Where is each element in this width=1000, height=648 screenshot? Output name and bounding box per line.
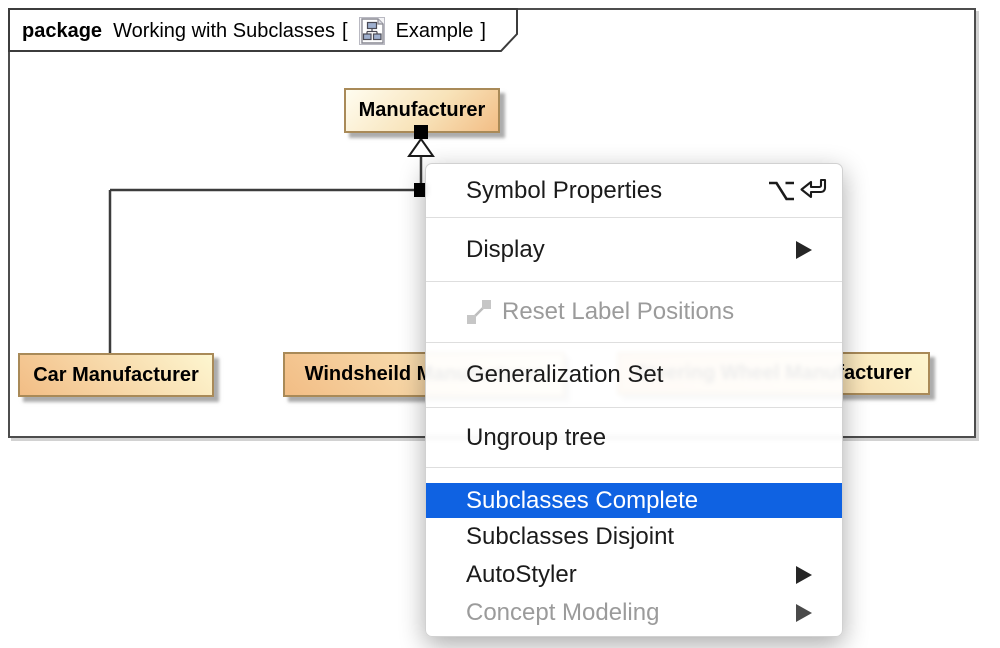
return-key-icon xyxy=(800,178,827,199)
submenu-arrow-icon xyxy=(796,604,812,622)
submenu-arrow-icon xyxy=(796,240,812,259)
menu-item-label: Subclasses Complete xyxy=(466,486,699,514)
menu-separator xyxy=(426,467,842,483)
class-name: Car Manufacturer xyxy=(33,363,199,386)
class-car-manufacturer[interactable]: Car Manufacturer xyxy=(18,353,214,397)
menu-item-display[interactable]: Display xyxy=(426,217,842,281)
menu-item-label: Subclasses Disjoint xyxy=(466,523,675,550)
frame-kind-label: package xyxy=(22,19,103,42)
menu-item-label: Generalization Set xyxy=(466,361,664,388)
menu-item-label: Symbol Properties xyxy=(466,176,663,204)
frame-title: Working with Subclasses xyxy=(113,19,336,42)
menu-item-concept-modeling[interactable]: Concept Modeling xyxy=(426,594,842,632)
frame-tab-label: package Working with Subclasses [ Exampl… xyxy=(22,16,486,46)
submenu-arrow-icon xyxy=(796,566,812,584)
menu-item-autostyler[interactable]: AutoStyler xyxy=(426,556,842,594)
frame-bracket-open: [ xyxy=(342,19,348,42)
menu-item-label: Display xyxy=(466,235,545,263)
frame-bracket-close: ] xyxy=(480,19,486,42)
menu-item-subclasses-complete[interactable]: Subclasses Complete xyxy=(426,483,842,518)
frame-tab xyxy=(8,8,518,52)
context-menu: Symbol Properties Display xyxy=(425,163,843,637)
menu-item-symbol-properties[interactable]: Symbol Properties xyxy=(426,164,842,217)
menu-item-generalization-set[interactable]: Generalization Set xyxy=(426,342,842,407)
option-key-icon xyxy=(769,181,794,201)
class-manufacturer[interactable]: Manufacturer xyxy=(344,88,500,133)
menu-item-ungroup-tree[interactable]: Ungroup tree xyxy=(426,407,842,467)
menu-item-subclasses-disjoint[interactable]: Subclasses Disjoint xyxy=(426,518,842,556)
menu-item-label: AutoStyler xyxy=(466,561,577,588)
menu-item-reset-label-positions[interactable]: Reset Label Positions xyxy=(426,281,842,342)
menu-item-label: Ungroup tree xyxy=(466,423,607,451)
frame-diagram-name: Example xyxy=(395,19,474,42)
menu-item-label: Reset Label Positions xyxy=(502,298,735,325)
class-name: Manufacturer xyxy=(358,99,486,121)
menu-item-label: Concept Modeling xyxy=(466,599,660,626)
reset-label-positions-icon xyxy=(466,299,492,325)
menu-shortcut xyxy=(767,177,828,204)
class-diagram-icon xyxy=(358,17,385,45)
